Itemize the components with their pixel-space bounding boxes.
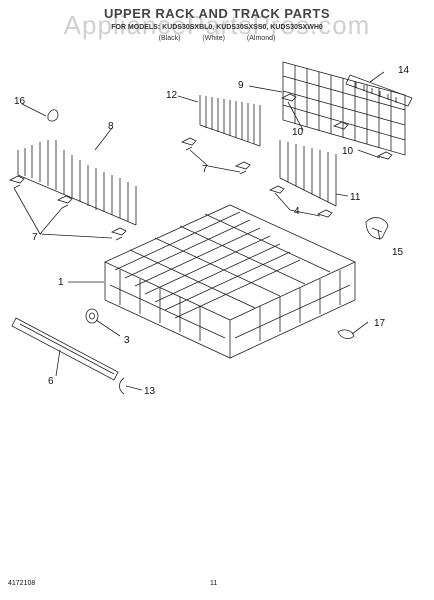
model-list: FOR MODELS: KUDS30SXBL0, KUDS30SXSS0, KU…: [111, 24, 323, 31]
callout-10b: 10: [342, 146, 354, 157]
callout-4: 4: [294, 206, 300, 217]
callout-numbers: 16 8 12 9 14 10 10 7 11 4 7 15 1 3 17 6 …: [14, 65, 410, 397]
part-6-track-rail: [11, 317, 119, 381]
color-white: (White): [202, 35, 225, 42]
part-3-wheel: [85, 308, 99, 324]
callout-3: 3: [124, 335, 130, 346]
callout-8: 8: [108, 121, 114, 132]
part-14-hinge-bar: [345, 74, 413, 107]
callout-16: 16: [14, 96, 26, 107]
part-15-bracket: [365, 217, 389, 239]
callout-6: 6: [48, 376, 54, 387]
document-number: 4172108: [8, 580, 36, 587]
page-title: UPPER RACK AND TRACK PARTS: [103, 6, 331, 21]
callout-13: 13: [144, 386, 156, 397]
color-almond: (Almond): [246, 35, 276, 42]
small-clips: [8, 93, 393, 241]
callout-14: 14: [398, 65, 410, 76]
page-number: 11: [210, 580, 218, 587]
callout-12: 12: [166, 90, 178, 101]
part-11-tine-row: [279, 140, 337, 207]
part-1-upper-rack: [104, 204, 356, 359]
callout-7a: 7: [32, 232, 38, 243]
callout-17: 17: [374, 318, 386, 329]
callout-1: 1: [58, 277, 64, 288]
callout-15: 15: [392, 247, 404, 258]
leader-lines: [13, 71, 385, 391]
part-17-stop: [337, 329, 355, 340]
callout-9: 9: [238, 80, 244, 91]
callout-10a: 10: [292, 127, 304, 138]
part-8-tine-row: [17, 140, 137, 226]
part-13-clip: [119, 377, 125, 395]
watermark: AppliancePartsPros.com: [63, 10, 371, 40]
part-12-tine-row: [199, 95, 261, 147]
color-black: (Black): [158, 35, 181, 42]
part-9-grid-shield: [282, 61, 406, 156]
color-list: (Black) (White) (Almond): [0, 35, 434, 42]
callout-11: 11: [350, 192, 361, 203]
callout-7b: 7: [202, 164, 208, 175]
